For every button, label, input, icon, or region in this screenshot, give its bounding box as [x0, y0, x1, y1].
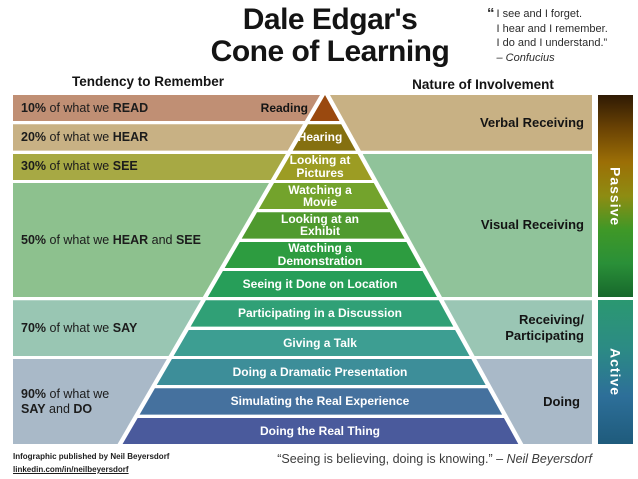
- active-bar-label: Active: [607, 348, 624, 397]
- retention-label-70: 70% of what we SAY: [21, 320, 138, 335]
- pyramid-row-label: Seeing it Done on Location: [242, 276, 398, 291]
- credit-block: Infographic published by Neil Beyersdorf…: [13, 450, 169, 476]
- involvement-label: Doing: [543, 393, 580, 409]
- retention-label-50: 50% of what we HEAR and SEE: [21, 232, 201, 247]
- quote-line: I hear and I remember.: [496, 22, 608, 35]
- pyramid-row-label: Simulating the Real Experience: [230, 394, 410, 409]
- passive-bar: Passive: [598, 95, 633, 298]
- quote-mark: “: [487, 5, 495, 22]
- retention-label-30: 30% of what we SEE: [21, 159, 138, 174]
- retention-band-50: 50% of what we HEAR and SEE: [13, 183, 269, 298]
- involvement-label: Receiving/ Participating: [505, 312, 584, 344]
- confucius-quote-body: I see and I forget. I hear and I remembe…: [497, 7, 608, 65]
- retention-label-20: 20% of what we HEAR: [21, 129, 149, 144]
- pyramid-row-label: Giving a Talk: [283, 335, 357, 350]
- pyramid-row-seeing-it-done-on-location: Seeing it Done on Location: [207, 271, 438, 298]
- pyramid-row-watching-a-demonstration: Watching a Demonstration: [224, 241, 421, 268]
- active-bar: Active: [598, 300, 633, 444]
- title-line-2: Cone of Learning: [210, 35, 450, 68]
- pyramid-row-label: Watching a Demonstration: [277, 241, 363, 268]
- retention-label-10: 10% of what we READ: [21, 100, 149, 115]
- title-line-1: Dale Edgar's: [242, 3, 418, 36]
- pyramid-row-participating-in-a-discussion: Participating in a Discussion: [190, 300, 454, 327]
- pyramid-row-looking-at-an-exhibit: Looking at an Exhibit: [241, 211, 405, 239]
- confucius-quote: “ I see and I forget. I hear and I remem…: [487, 5, 635, 65]
- header-nature-of-involvement: Nature of Involvement: [412, 77, 554, 92]
- pyramid-row-label: Watching a Movie: [288, 182, 352, 210]
- pyramid-row-label: Looking at an Exhibit: [281, 211, 359, 239]
- footer-quote-author: Neil Beyersdorf: [506, 452, 592, 466]
- footer-quote-text: “Seeing is believing, doing is knowing.”…: [277, 452, 507, 466]
- retention-band-70: 70% of what we SAY: [13, 300, 201, 356]
- pyramid-label-reading: Reading: [260, 101, 308, 116]
- retention-label-90: 90% of what we SAY and DO: [21, 386, 110, 416]
- pyramid-row-hearing: Hearing: [292, 124, 356, 151]
- linkedin-link[interactable]: linkedin.com/in/neilbeyersdorf: [13, 465, 129, 474]
- page-title: Dale Edgar's Cone of Learning: [130, 4, 530, 68]
- pyramid-row-doing-the-real-thing: Doing the Real Thing: [122, 417, 519, 444]
- header-tendency-to-remember: Tendency to Remember: [71, 74, 225, 89]
- involvement-label: Visual Receiving: [480, 217, 584, 233]
- involvement-band-verbal-receiving: Verbal Receiving: [330, 95, 592, 151]
- pyramid-row-label: Participating in a Discussion: [237, 306, 403, 321]
- pyramid-row-giving-a-talk: Giving a Talk: [173, 329, 470, 356]
- pyramid-row-label: Doing a Dramatic Presentation: [232, 364, 408, 379]
- retention-band-20: 20% of what we HEAR: [13, 124, 303, 151]
- credit-text: Infographic published by Neil Beyersdorf: [13, 452, 170, 461]
- pyramid-row-watching-a-movie: Watching a Movie: [258, 182, 389, 210]
- pyramid-row-looking-at-pictures: Looking at Pictures: [275, 153, 373, 180]
- pyramid-row-doing-a-dramatic-presentation: Doing a Dramatic Presentation: [156, 359, 486, 386]
- quote-line: I do and I understand.”: [496, 37, 608, 49]
- pyramid-row-label: Doing the Real Thing: [260, 423, 380, 438]
- pyramid-row-simulating-the-real-experience: Simulating the Real Experience: [139, 388, 503, 415]
- quote-attribution: – Confucius: [496, 51, 555, 64]
- footer-quote: “Seeing is believing, doing is knowing.”…: [277, 452, 592, 466]
- involvement-label: Verbal Receiving: [479, 114, 584, 130]
- retention-band-10: 10% of what we READ: [13, 95, 320, 122]
- retention-band-30: 30% of what we SEE: [13, 153, 286, 180]
- involvement-band-receiving-participating: Receiving/ Participating: [443, 300, 592, 356]
- passive-bar-label: Passive: [607, 166, 624, 226]
- pyramid-row-label: Looking at Pictures: [289, 153, 351, 180]
- pyramid-row-label: Hearing: [297, 130, 343, 145]
- retention-band-90: 90% of what we SAY and DO: [13, 359, 167, 444]
- quote-line: I see and I forget.: [496, 8, 583, 20]
